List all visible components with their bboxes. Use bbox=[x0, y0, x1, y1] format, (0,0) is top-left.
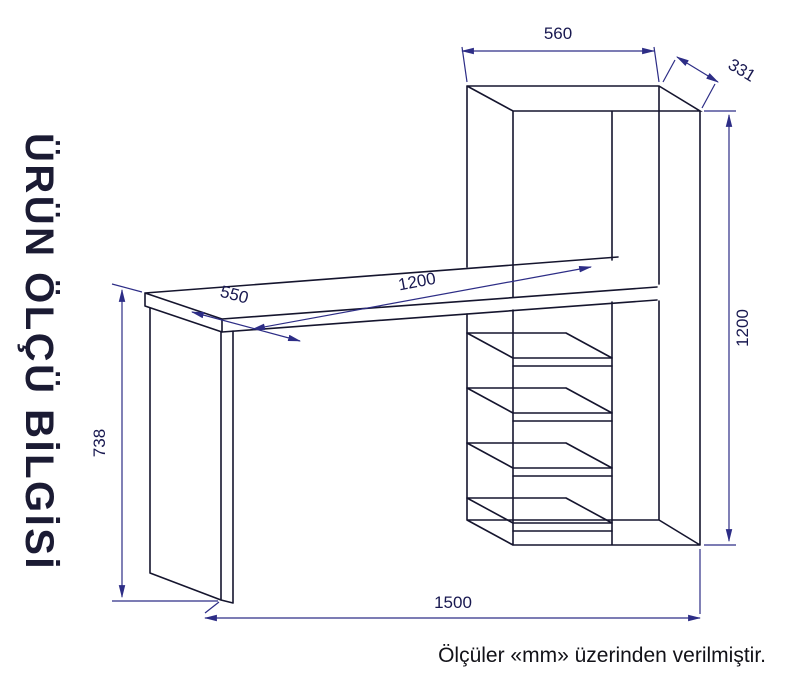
dimension-desk-length bbox=[251, 265, 593, 331]
dimension-desk-height bbox=[111, 283, 218, 602]
shelf-boards bbox=[466, 332, 613, 532]
units-caption: Ölçüler «mm» üzerinden verilmiştir. bbox=[438, 644, 766, 667]
dimension-shelf-depth bbox=[662, 56, 719, 109]
label-shelf-height: 1200 bbox=[733, 309, 752, 347]
label-shelf-width: 560 bbox=[544, 24, 572, 43]
label-total-width: 1500 bbox=[434, 593, 472, 612]
dimension-total-width bbox=[203, 549, 702, 622]
label-desk-height: 738 bbox=[90, 429, 109, 457]
dimension-shelf-width bbox=[460, 46, 660, 83]
page-title: ÜRÜN ÖLÇÜ BİLGİSİ bbox=[17, 133, 62, 571]
dimension-shelf-height bbox=[704, 110, 736, 546]
dimension-annotations bbox=[111, 46, 736, 622]
shelf-unit-outline bbox=[466, 85, 703, 546]
furniture-drawing bbox=[144, 85, 703, 604]
label-shelf-depth: 331 bbox=[725, 55, 759, 86]
desk-side-panel bbox=[149, 307, 234, 604]
dimension-desk-depth bbox=[190, 311, 302, 342]
